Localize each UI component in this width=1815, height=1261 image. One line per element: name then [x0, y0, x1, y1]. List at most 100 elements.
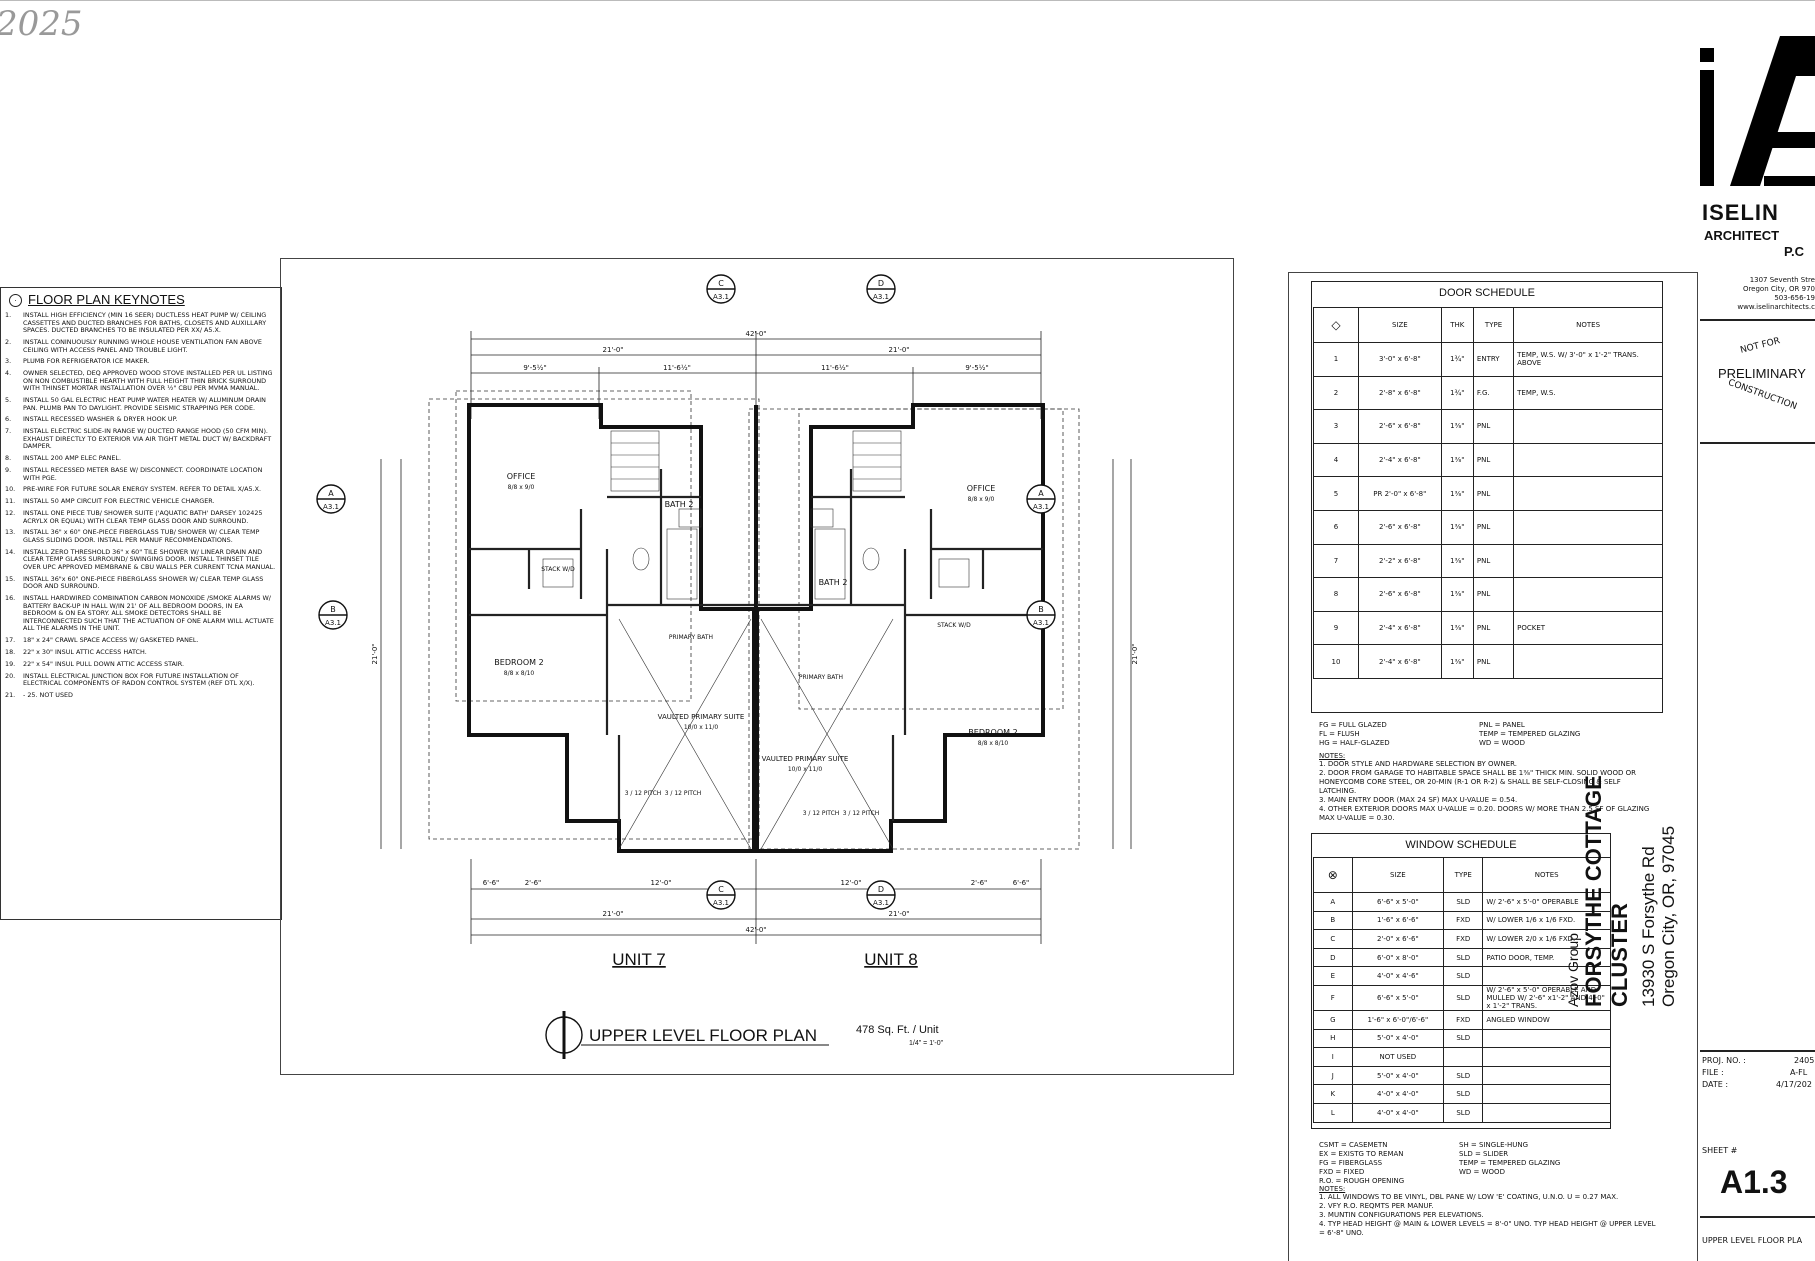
keynote-number: 9. [5, 466, 12, 474]
schedule-cell: PNL [1472, 577, 1515, 612]
bottom-dim-4: 12'-0" [840, 879, 861, 887]
keynotes-list: 1.INSTALL HIGH EFFICIENCY (MIN 16 SEER) … [5, 311, 277, 704]
note-item: 3. MUNTIN CONFIGURATIONS PER ELEVATIONS. [1319, 1211, 1484, 1219]
note-item: 1. DOOR STYLE AND HARDWARE SELECTION BY … [1319, 760, 1517, 768]
schedule-cell: K [1313, 1084, 1353, 1104]
address-line: Oregon City, OR 970 [1742, 285, 1815, 293]
section-letter: A [1038, 489, 1044, 498]
schedule-cell: ENTRY [1472, 342, 1515, 377]
keynote-number: 10. [5, 485, 16, 494]
schedule-cell: G [1313, 1009, 1353, 1030]
keynote-number: 2. [5, 337, 12, 346]
room-office-u8-size: 8/8 x 9/0 [968, 496, 995, 503]
legend-item: FG = FIBERGLASS [1319, 1159, 1383, 1167]
section-sheet: A3.1 [1033, 619, 1049, 627]
keynote-text: OWNER SELECTED, DEQ APPROVED WOOD STOVE … [23, 369, 273, 393]
legend-item: FG = FULL GLAZED [1319, 721, 1387, 729]
schedule-cell: 1 [1313, 342, 1359, 377]
keynote-text: INSTALL 50 GAL ELECTRIC HEAT PUMP WATER … [23, 396, 266, 412]
schedule-cell: 5'-0" x 4'-0" [1351, 1065, 1445, 1086]
schedule-cell: 1⅜" [1440, 610, 1474, 646]
proj-no: 2405 [1794, 1056, 1815, 1065]
keynote-text: INSTALL CONINUOUSLY RUNNING WHOLE HOUSE … [23, 337, 262, 354]
room-office-u8: OFFICE [967, 484, 996, 493]
note-item: 2. VFY R.O. REQMTS PER MANUF. [1319, 1202, 1434, 1210]
keynote-item: 19.22" x 54" INSUL PULL DOWN ATTIC ACCES… [5, 660, 277, 669]
schedule-cell: H [1313, 1028, 1353, 1049]
schedule-cell: TEMP, W.S. W/ 3'-0" x 1'-2" TRANS. ABOVE [1513, 342, 1663, 377]
keynote-text: INSTALL 36" x 60" ONE-PIECE FIBERGLASS T… [23, 528, 260, 544]
schedule-cell [1513, 409, 1663, 444]
legend-item: CSMT = CASEMETN [1319, 1141, 1388, 1149]
section-mark: DA3.1 [866, 274, 896, 304]
window-schedule-title: WINDOW SCHEDULE [1405, 839, 1517, 851]
legend-item: SH = SINGLE-HUNG [1459, 1141, 1529, 1149]
schedule-cell: 4 [1313, 442, 1359, 478]
keynote-item: 12.INSTALL ONE PIECE TUB/ SHOWER SUITE (… [5, 509, 277, 525]
schedule-cell: A [1313, 892, 1353, 912]
keynote-item: 10. PRE-WIRE FOR FUTURE SOLAR ENERGY SYST… [5, 486, 277, 494]
schedule-cell: PNL [1472, 644, 1515, 679]
schedule-cell: 1⅜" [1440, 543, 1474, 579]
half-dim-right: 21'-0" [888, 346, 909, 354]
divider-2 [1700, 442, 1815, 444]
schedule-cell: 2 [1313, 375, 1359, 411]
overall-dim: 42'-0" [745, 330, 766, 338]
keynote-number: 15. [5, 574, 16, 583]
file-value: A-FL [1790, 1068, 1808, 1077]
keynote-item: 14.INSTALL ZERO THRESHOLD 36" x 60" TILE… [5, 548, 277, 572]
schedule-cell [1513, 577, 1663, 612]
keynote-item: 4.OWNER SELECTED, DEQ APPROVED WOOD STOV… [5, 369, 277, 393]
door-diamond-icon: ◇ [1313, 307, 1359, 343]
unit-8-label: UNIT 8 [864, 950, 918, 969]
keynote-number: 16. [5, 594, 16, 603]
keynote-item: 11.INSTALL 50 AMP CIRCUIT FOR ELECTRIC V… [5, 498, 277, 506]
note-item: 3. MAIN ENTRY DOOR (MAX 24 SF) MAX U-VAL… [1319, 796, 1518, 804]
keynote-item: 17.18" x 24" CRAWL SPACE ACCESS W/ GASKE… [5, 637, 277, 645]
schedule-cell: SLD [1443, 1028, 1484, 1049]
schedule-cell: 1¾" [1440, 375, 1474, 411]
schedule-cell: 6'-6" x 5'-0" [1351, 984, 1445, 1011]
bottom-dim-2: 2'-6" [525, 879, 542, 887]
schedule-header-cell: THK [1440, 307, 1474, 343]
plan-title: UPPER LEVEL FLOOR PLAN [589, 1026, 817, 1045]
schedule-cell: I [1313, 1047, 1353, 1067]
schedule-cell: 6'-6" x 5'-0" [1351, 892, 1445, 912]
schedule-cell: FXD [1443, 910, 1484, 931]
schedule-cell: SLD [1443, 966, 1484, 986]
keynote-text: - 25. NOT USED [23, 690, 73, 699]
section-mark: BA3.1 [318, 600, 348, 630]
section-sheet: A3.1 [873, 899, 889, 907]
section-mark: BA3.1 [1026, 600, 1056, 630]
room-primary-suite-u7-size: 10/0 x 11/0 [684, 724, 718, 731]
schedule-cell [1513, 476, 1663, 511]
room-office-u7: OFFICE [507, 472, 536, 481]
schedule-cell: L [1313, 1102, 1353, 1123]
schedule-cell [1443, 1047, 1484, 1067]
schedule-cell: TEMP, W.S. [1513, 375, 1663, 411]
schedule-cell: C [1313, 929, 1353, 949]
keynote-text: PLUMB FOR REFRIGERATOR ICE MAKER. [23, 357, 150, 366]
plan-area: 478 Sq. Ft. / Unit [856, 1024, 939, 1036]
legend-item: HG = HALF-GLAZED [1319, 739, 1390, 747]
section-letter: D [878, 885, 884, 894]
keynote-text: INSTALL 200 AMP ELEC PANEL. [23, 454, 122, 463]
legend-item: FXD = FIXED [1319, 1168, 1365, 1176]
keynote-item: 7.INSTALL ELECTRIC SLIDE-IN RANGE W/ DUC… [5, 427, 277, 451]
note-item: 4. OTHER EXTERIOR DOORS MAX U-VALUE = 0.… [1319, 805, 1650, 822]
window-notes-title: NOTES: [1319, 1185, 1346, 1193]
section-sheet: A3.1 [713, 899, 729, 907]
schedule-header-cell: SIZE [1351, 857, 1445, 893]
room-primary-suite-u8: VAULTED PRIMARY SUITE [762, 755, 849, 763]
keynote-number: 17. [5, 636, 16, 645]
client-name: Azov Group [1565, 933, 1581, 1007]
legend-item: SLD = SLIDER [1459, 1150, 1509, 1158]
keynote-text: PRE-WIRE FOR FUTURE SOLAR ENERGY SYSTEM.… [23, 485, 262, 494]
